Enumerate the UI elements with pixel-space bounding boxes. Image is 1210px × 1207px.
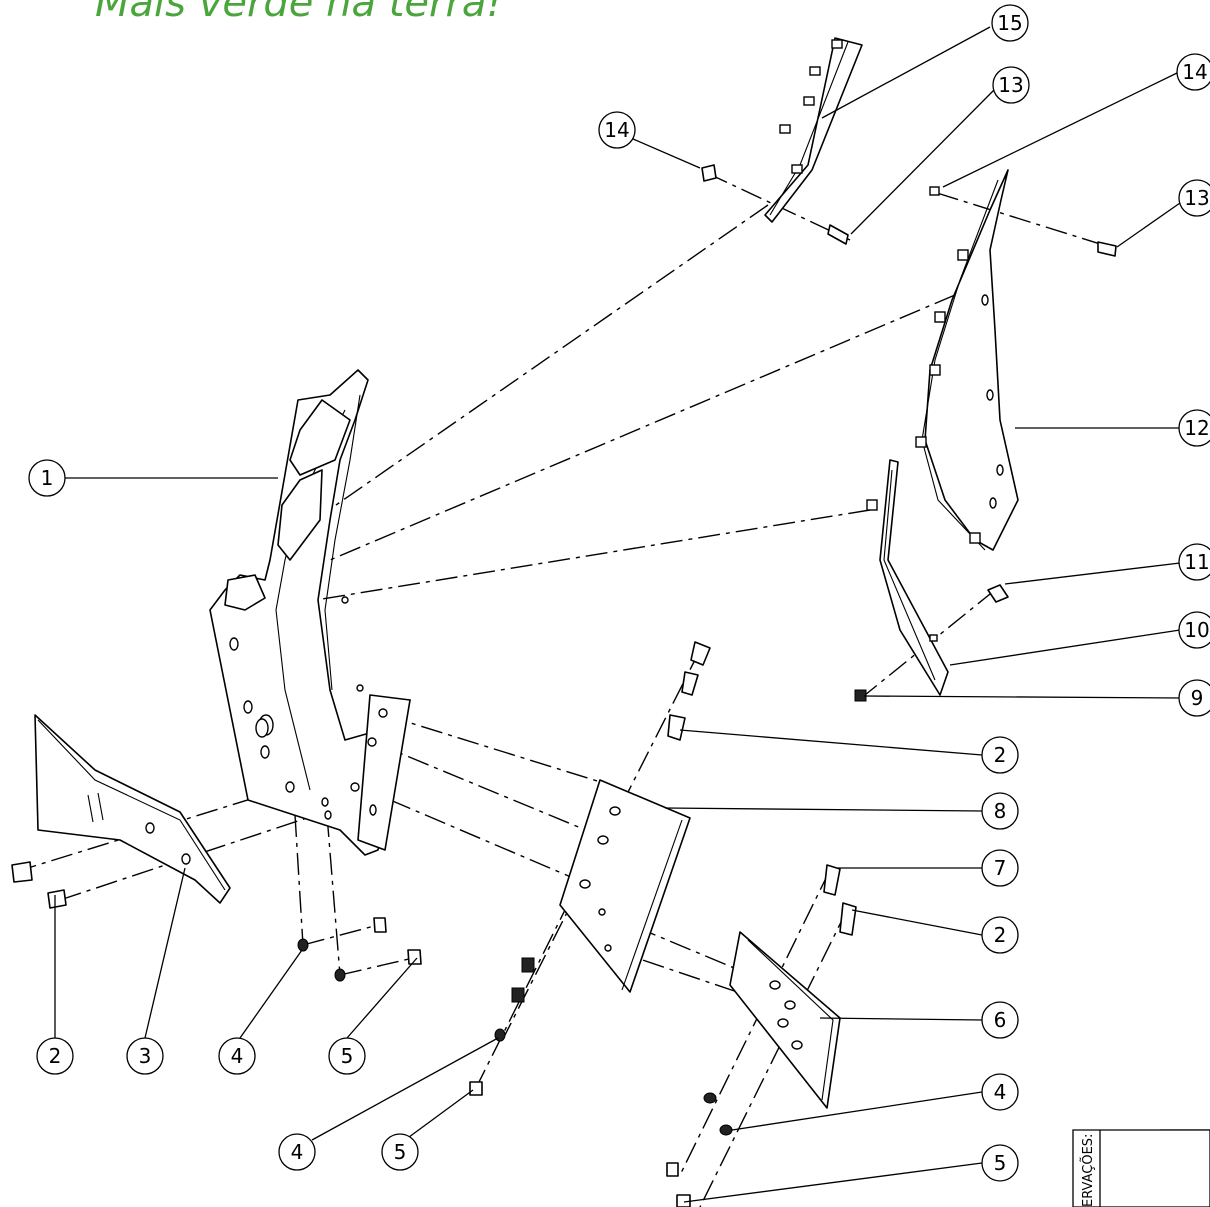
part-12-moldboard <box>915 169 1019 551</box>
svg-text:5: 5 <box>341 1044 354 1068</box>
svg-text:5: 5 <box>394 1140 407 1164</box>
svg-text:4: 4 <box>291 1140 304 1164</box>
callout-8: 8 <box>981 792 1019 830</box>
callout-7: 7 <box>981 849 1019 887</box>
callout-2-upper: 2 <box>981 736 1019 774</box>
hardware <box>11 641 857 1207</box>
callout-4-bottom: 4 <box>278 1133 316 1171</box>
part-9-nut <box>854 689 867 702</box>
callout-2-bottom-left: 2 <box>36 1037 74 1075</box>
callout-13-right: 13 <box>1178 179 1210 217</box>
part-15-bracket <box>764 37 863 223</box>
callout-4-left: 4 <box>218 1037 256 1075</box>
observations-label: ERVAÇÕES: <box>1080 1134 1096 1207</box>
callout-14-right: 14 <box>1176 53 1210 91</box>
part-3-landside <box>34 714 231 904</box>
leader-lines <box>54 26 1210 1203</box>
callout-6: 6 <box>981 1001 1019 1039</box>
svg-text:1: 1 <box>41 466 54 490</box>
part-1-frog-body <box>209 369 411 856</box>
callout-2-middle: 2 <box>981 916 1019 954</box>
callout-5-right: 5 <box>981 1144 1019 1182</box>
svg-text:14: 14 <box>604 118 629 142</box>
callout-14-top: 14 <box>598 111 636 149</box>
part-13-bolt-top <box>827 224 849 245</box>
svg-text:13: 13 <box>998 73 1023 97</box>
callout-12: 12 <box>1178 409 1210 447</box>
part-10-shin <box>866 459 949 696</box>
svg-text:4: 4 <box>994 1080 1007 1104</box>
svg-text:4: 4 <box>231 1044 244 1068</box>
svg-text:11: 11 <box>1184 550 1209 574</box>
part-14-nut-top <box>701 164 717 182</box>
svg-text:6: 6 <box>994 1008 1007 1032</box>
svg-text:13: 13 <box>1184 186 1209 210</box>
svg-text:2: 2 <box>994 743 1007 767</box>
callout-13-top: 13 <box>992 66 1030 104</box>
callout-9: 9 <box>1178 679 1210 717</box>
title-block: ERVAÇÕES: <box>1072 1129 1210 1207</box>
svg-text:8: 8 <box>994 799 1007 823</box>
callout-10: 10 <box>1178 611 1210 649</box>
svg-text:9: 9 <box>1191 686 1204 710</box>
svg-text:5: 5 <box>994 1151 1007 1175</box>
svg-text:3: 3 <box>139 1044 152 1068</box>
part-6-point <box>729 931 841 1109</box>
svg-text:12: 12 <box>1184 416 1209 440</box>
svg-text:14: 14 <box>1182 60 1207 84</box>
part-13-bolt-right <box>1097 241 1117 257</box>
part-8-share <box>559 779 691 993</box>
svg-text:2: 2 <box>994 923 1007 947</box>
callout-11: 11 <box>1178 543 1210 581</box>
part-11-bolt <box>987 584 1009 603</box>
svg-text:2: 2 <box>49 1044 62 1068</box>
callout-1: 1 <box>28 459 66 497</box>
brand-slogan: Mais verde na terra! <box>95 0 503 26</box>
svg-text:10: 10 <box>1184 618 1209 642</box>
callout-5-bottom: 5 <box>381 1133 419 1171</box>
svg-text:7: 7 <box>994 856 1007 880</box>
callout-5-left: 5 <box>328 1037 366 1075</box>
svg-text:15: 15 <box>997 11 1022 35</box>
callout-15: 15 <box>991 4 1029 42</box>
callout-4-right: 4 <box>981 1073 1019 1111</box>
callout-3: 3 <box>126 1037 164 1075</box>
